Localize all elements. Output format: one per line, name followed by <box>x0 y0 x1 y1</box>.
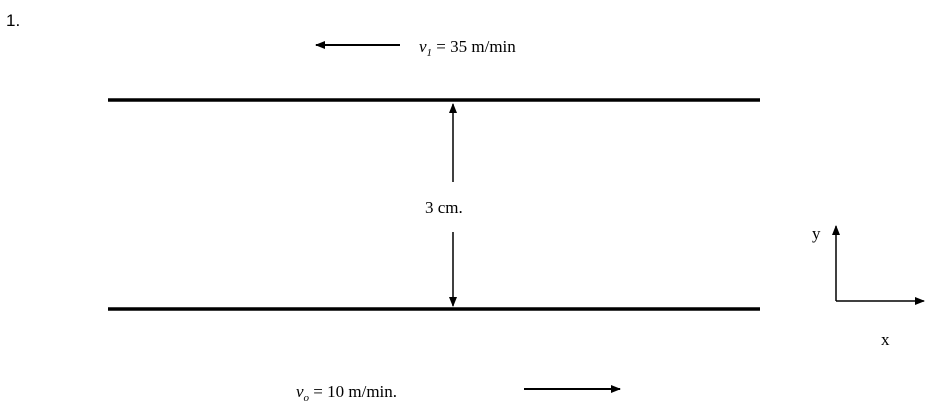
y-axis-label: y <box>812 224 821 243</box>
gap-label: 3 cm. <box>425 198 463 217</box>
x-axis-label: x <box>881 330 890 349</box>
bottom-velocity-label: vo = 10 m/min. <box>296 382 397 404</box>
problem-number: 1. <box>6 11 20 30</box>
top-velocity-label: v1 = 35 m/min <box>419 37 516 59</box>
